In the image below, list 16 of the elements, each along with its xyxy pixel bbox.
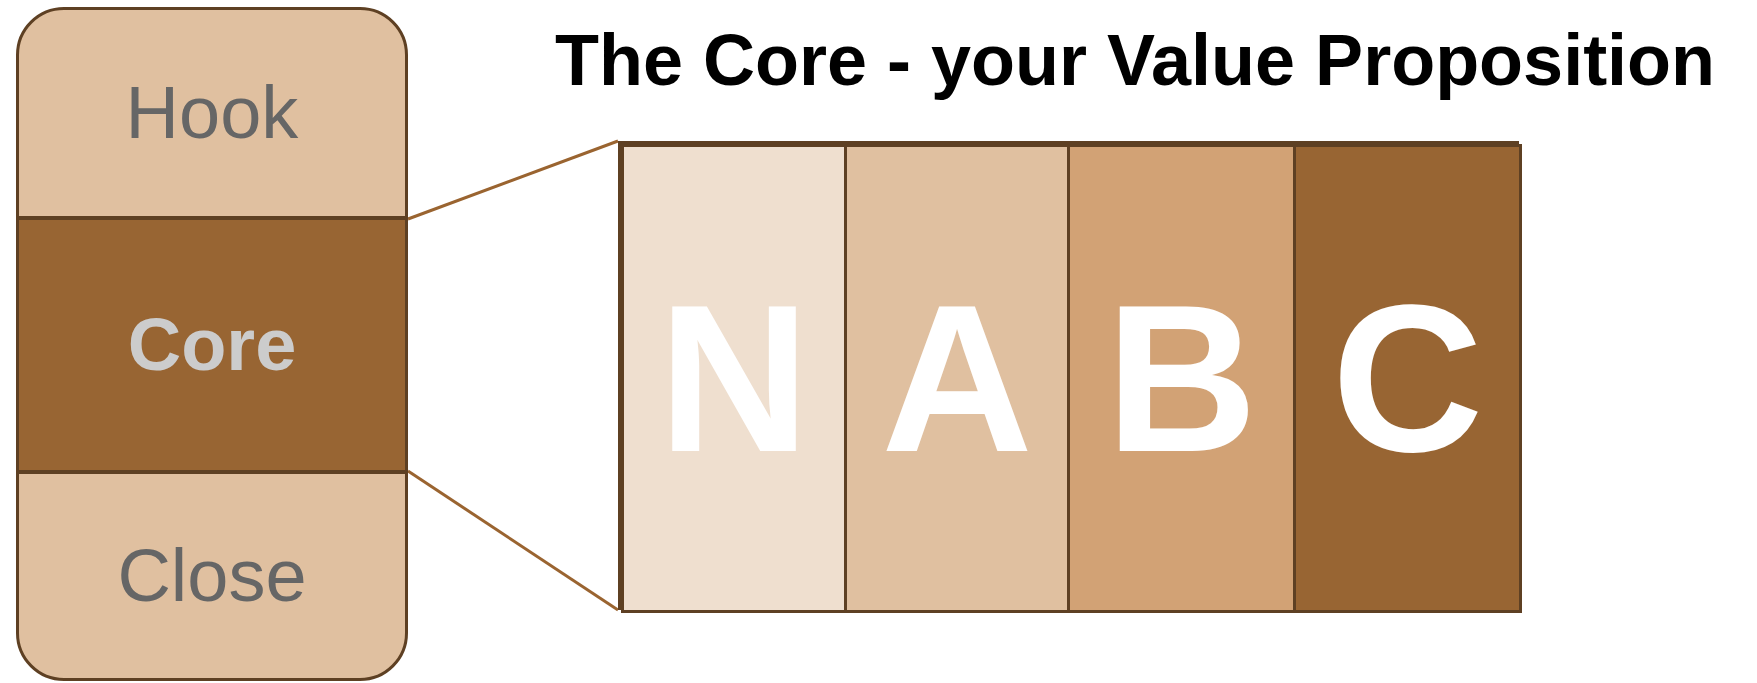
zoom-line: [407, 469, 619, 612]
letter: B: [1105, 273, 1258, 484]
zoom-line: [407, 139, 619, 221]
letter-panel: [621, 144, 847, 613]
section-label: Core: [127, 308, 297, 382]
core-detail-box: [618, 141, 1519, 610]
letter-panel: [1293, 144, 1522, 613]
core-section: [16, 217, 408, 473]
letter-panel: [844, 144, 1070, 613]
close-section: [16, 471, 408, 681]
section-label: Close: [117, 539, 307, 613]
hook-section: [16, 7, 408, 219]
section-label: Hook: [125, 76, 299, 150]
letter-panel: [1067, 144, 1296, 613]
letter: A: [881, 273, 1033, 484]
letter: C: [1331, 273, 1484, 484]
